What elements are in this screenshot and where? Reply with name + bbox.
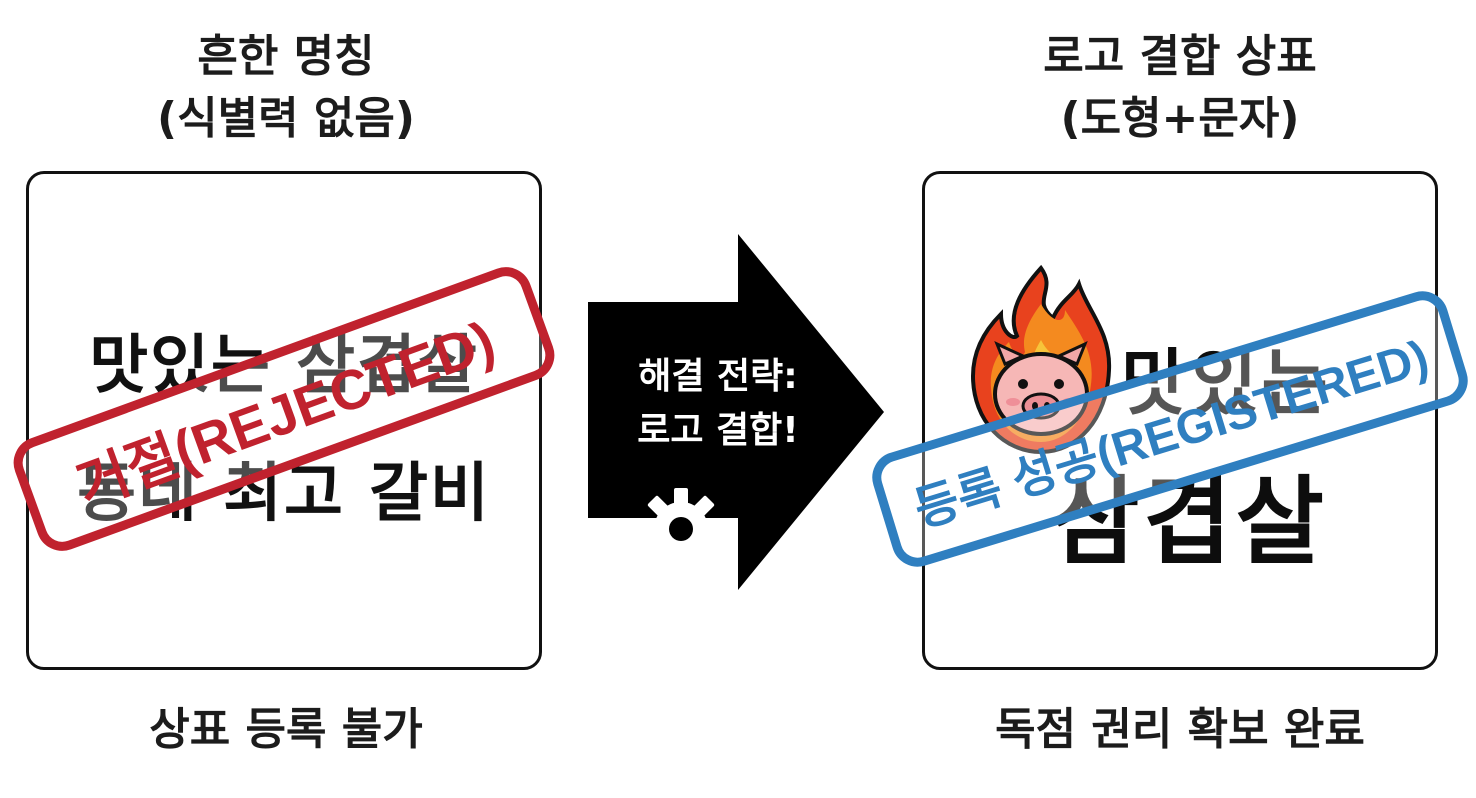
plain-name-line2: 동네 최고 갈비 <box>77 457 491 531</box>
right-heading: 로고 결합 상표 (도형+문자) <box>920 26 1440 150</box>
gear-icon <box>640 488 722 570</box>
left-title: 흔한 명칭 <box>197 31 375 82</box>
plain-name-line1: 맛있는 삼겹살 <box>89 329 479 403</box>
strategy-line1: 해결 전략: <box>638 356 798 397</box>
right-title: 로고 결합 상표 <box>1043 31 1317 82</box>
left-caption: 상표 등록 불가 <box>149 704 423 755</box>
right-subtitle: (도형+문자) <box>1060 93 1300 144</box>
flaming-pig-icon <box>970 264 1112 455</box>
right-panel: 맛있는 삼겹살 <box>922 171 1438 670</box>
logo-text-line2: 삼겹살 <box>1051 465 1328 578</box>
strategy-line2: 로고 결합! <box>637 410 799 451</box>
left-heading: 흔한 명칭 (식별력 없음) <box>30 26 542 150</box>
right-caption: 독점 권리 확보 완료 <box>995 704 1365 755</box>
left-subtitle: (식별력 없음) <box>157 93 415 144</box>
arrow-label: 해결 전략: 로고 결합! <box>588 350 848 458</box>
logo-text-line1: 맛있는 <box>1121 340 1332 425</box>
left-panel: 맛있는 삼겹살 동네 최고 갈비 <box>26 171 542 670</box>
